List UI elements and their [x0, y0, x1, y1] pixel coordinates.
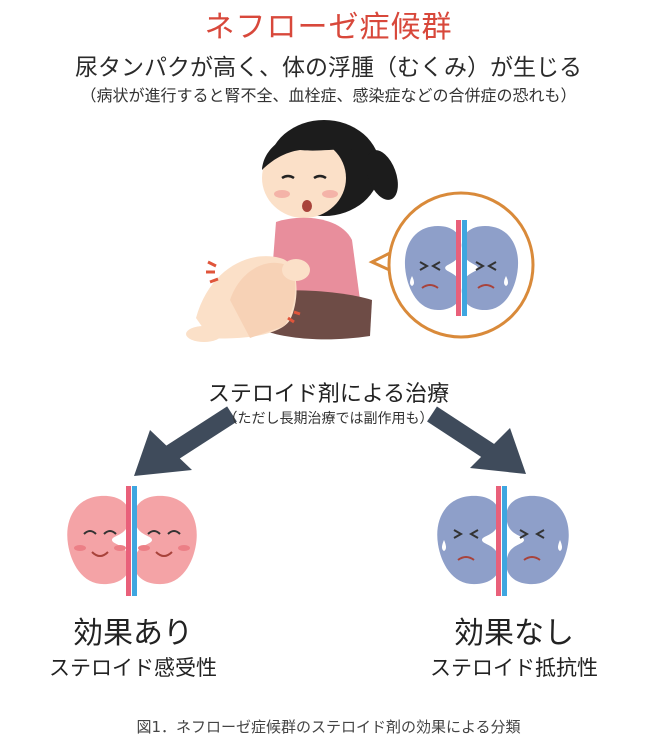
arrow-down-left-icon: [134, 406, 237, 476]
sick-kidney-bubble: [368, 191, 535, 339]
diagram-title: ネフローゼ症候群: [204, 10, 453, 45]
ineffective-sublabel: ステロイド抵抗性: [430, 656, 598, 680]
treatment-note: （ただし長期治療では副作用も）: [223, 411, 434, 427]
effective-sublabel: ステロイド感受性: [49, 656, 217, 680]
sick-kidney-icon: [437, 486, 569, 596]
effective-label: 効果あり: [73, 616, 193, 651]
complication-note: （病状が進行すると腎不全、血栓症、感染症などの合併症の恐れも）: [80, 86, 577, 105]
healthy-kidney-icon: [67, 486, 197, 596]
diagram-subtitle: 尿タンパクが高く、体の浮腫（むくみ）が生じる: [75, 55, 582, 81]
sick-kidney-icon: [404, 220, 519, 316]
treatment-label: ステロイド剤による治療: [207, 382, 450, 407]
arrow-down-right-icon: [427, 406, 526, 474]
girl-figure-icon: [186, 120, 398, 342]
ineffective-label: 効果なし: [454, 616, 574, 651]
figure-caption: 図1．ネフローゼ症候群のステロイド剤の効果による分類: [136, 718, 521, 736]
